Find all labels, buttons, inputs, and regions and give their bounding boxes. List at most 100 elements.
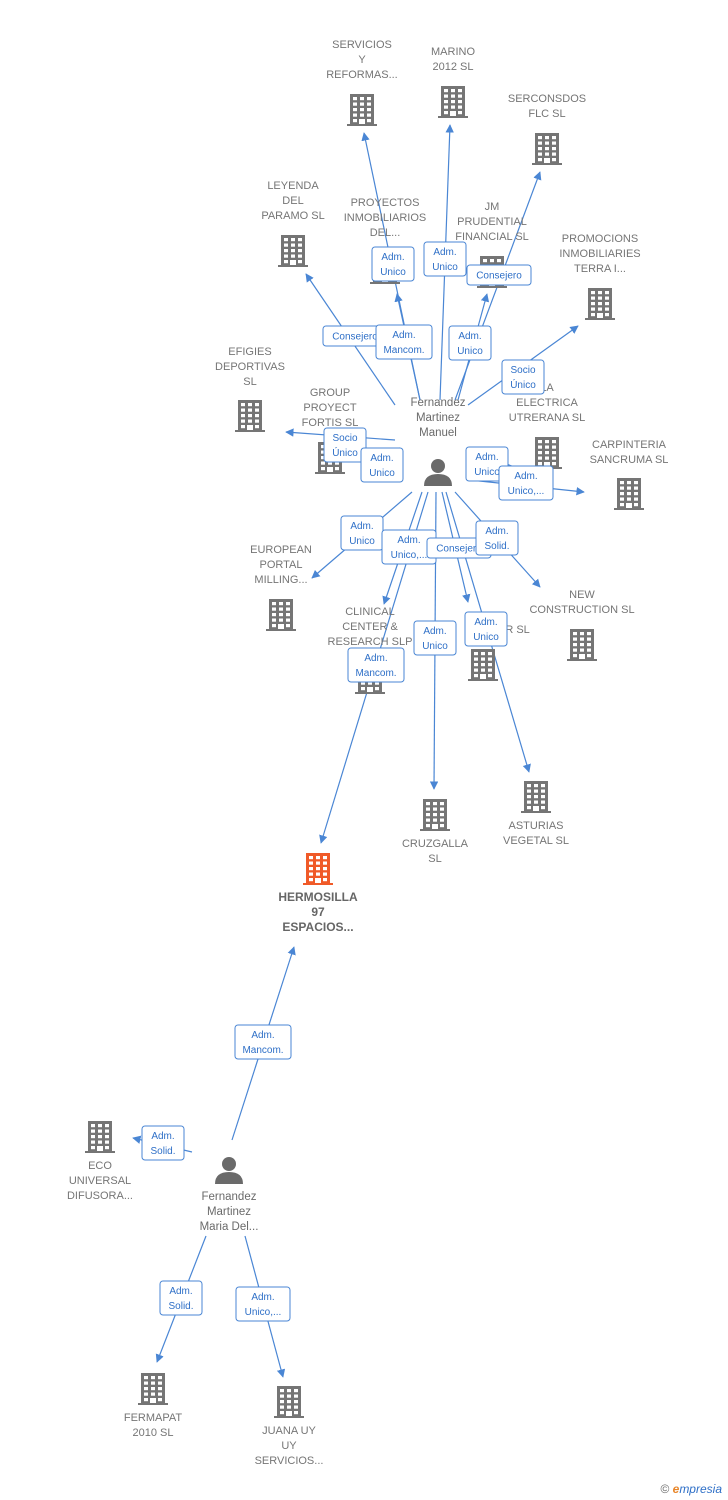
role-badge-label: Adm. [370, 453, 393, 464]
building-icon [420, 799, 450, 831]
node-label-newcon-line-0: NEW [569, 589, 595, 601]
node-label-cruzgalla-line-1: SL [428, 853, 441, 865]
company-node-european[interactable]: EUROPEANPORTALMILLING... [250, 544, 312, 631]
building-icon [438, 86, 468, 118]
node-label-clinical-line-0: CLINICAL [345, 606, 395, 618]
node-label-efigies-line-1: DEPORTIVAS [215, 361, 285, 373]
role-badge-label: Adm. [423, 626, 446, 637]
node-label-eco-line-2: DIFUSORA... [67, 1190, 133, 1202]
building-icon [278, 235, 308, 267]
node-label-eco-line-1: UNIVERSAL [69, 1175, 131, 1187]
role-badge[interactable]: Adm. Unico [360, 447, 404, 483]
role-badge[interactable]: Adm.Unico [371, 246, 415, 282]
node-label-jm-line-0: JM [485, 201, 500, 213]
node-label-hermosilla-line-2: ESPACIOS... [282, 920, 353, 934]
person-icon [424, 459, 452, 486]
role-badge[interactable]: Adm.Mancom. [375, 324, 433, 360]
role-badge[interactable]: Adm.Unico [464, 611, 508, 647]
role-badge-label: Adm. [514, 471, 537, 482]
role-badge-label: Adm. [251, 1030, 274, 1041]
role-badge-label: Solid. [150, 1146, 175, 1157]
node-label-european-line-2: MILLING... [254, 574, 307, 586]
node-label-efigies-line-2: SL [243, 376, 256, 388]
role-badge-label: Unico [380, 267, 406, 278]
role-badge-label: Adm. [397, 535, 420, 546]
node-label-fermapat-line-0: FERMAPAT [124, 1412, 183, 1424]
role-badge-label: Unico [369, 468, 395, 479]
role-badge[interactable]: Adm.Mancom. [347, 647, 405, 683]
role-badge-label: Unico,... [508, 486, 545, 497]
role-badge-label: Único [332, 446, 358, 459]
node-label-electrica-line-2: UTRERANA SL [509, 412, 585, 424]
brand-logo-e: e [672, 1482, 680, 1496]
node-label-p1-line-2: Manuel [419, 427, 457, 439]
node-label-promocions-line-1: INMOBILIARIES [559, 248, 640, 260]
role-badge-label: Adm. [364, 653, 387, 664]
brand-logo-text: mpresia [679, 1482, 722, 1496]
role-badge[interactable]: Adm. Unico,... [498, 465, 554, 501]
node-label-eco-line-0: ECO [88, 1160, 112, 1172]
node-label-sercondos-line-1: FLC SL [528, 108, 565, 120]
role-badge-label: Consejero [476, 271, 522, 282]
node-label-leyenda-line-0: LEYENDA [267, 180, 319, 192]
building-icon [347, 94, 377, 126]
role-badge[interactable]: Adm.Unico [340, 515, 384, 551]
role-badge[interactable]: Adm.Solid. [159, 1280, 203, 1316]
building-icon [567, 629, 597, 661]
node-label-group-line-2: FORTIS SL [302, 417, 359, 429]
role-badge[interactable]: Adm.Unico [423, 241, 467, 277]
role-badge[interactable]: Adm.Unico,... [235, 1286, 291, 1322]
role-badge-label: Unico,... [245, 1307, 282, 1318]
company-node-fermapat[interactable]: FERMAPAT 2010 SL [124, 1373, 183, 1439]
role-badge[interactable]: Adm.Solid. [141, 1125, 185, 1161]
node-label-proyectos-line-0: PROYECTOS [351, 197, 420, 209]
role-badge-label: Unico [473, 632, 499, 643]
building-icon [266, 599, 296, 631]
node-label-p1-line-0: Fernandez [411, 397, 466, 409]
company-node-hermosilla[interactable]: HERMOSILLA97ESPACIOS... [278, 853, 358, 934]
role-badge[interactable]: Adm.Solid. [475, 520, 519, 556]
building-icon [274, 1386, 304, 1418]
role-badge[interactable]: Consejero [466, 264, 532, 286]
building-icon [532, 133, 562, 165]
company-node-servicios[interactable]: SERVICIOSYREFORMAS... [326, 39, 398, 126]
node-label-clinical-line-2: RESEARCH SLP [328, 636, 413, 648]
node-label-group-line-1: PROYECT [303, 402, 356, 414]
role-badge[interactable]: Adm.Unico [448, 325, 492, 361]
role-badge[interactable]: Adm.Unico [465, 446, 509, 482]
role-badge-label: Adm. [475, 452, 498, 463]
role-badge[interactable]: Adm. Mancom. [234, 1024, 292, 1060]
role-badge-label: Adm. [169, 1286, 192, 1297]
role-badge-label: Único [510, 378, 536, 391]
node-label-marino-line-1: 2012 SL [433, 61, 474, 73]
node-label-clinical-line-1: CENTER & [342, 621, 398, 633]
role-badge-label: Mancom. [242, 1045, 283, 1056]
node-label-fermapat-line-1: 2010 SL [133, 1427, 174, 1439]
company-node-eco[interactable]: ECO UNIVERSAL DIFUSORA... [67, 1121, 133, 1202]
node-label-p2-line-0: Fernandez [202, 1191, 257, 1203]
role-badge-label: Adm. [392, 330, 415, 341]
role-badge[interactable]: Adm.Unico [413, 620, 457, 656]
node-label-asturias-line-0: ASTURIAS [508, 820, 563, 832]
node-label-promocions-line-0: PROMOCIONS [562, 233, 638, 245]
role-badge-label: Unico [349, 536, 375, 547]
node-label-electrica-line-1: ELECTRICA [516, 397, 578, 409]
company-node-juana[interactable]: JUANA UYUYSERVICIOS... [255, 1386, 324, 1467]
building-icon [521, 781, 551, 813]
node-label-jm-line-1: PRUDENTIAL [457, 216, 527, 228]
